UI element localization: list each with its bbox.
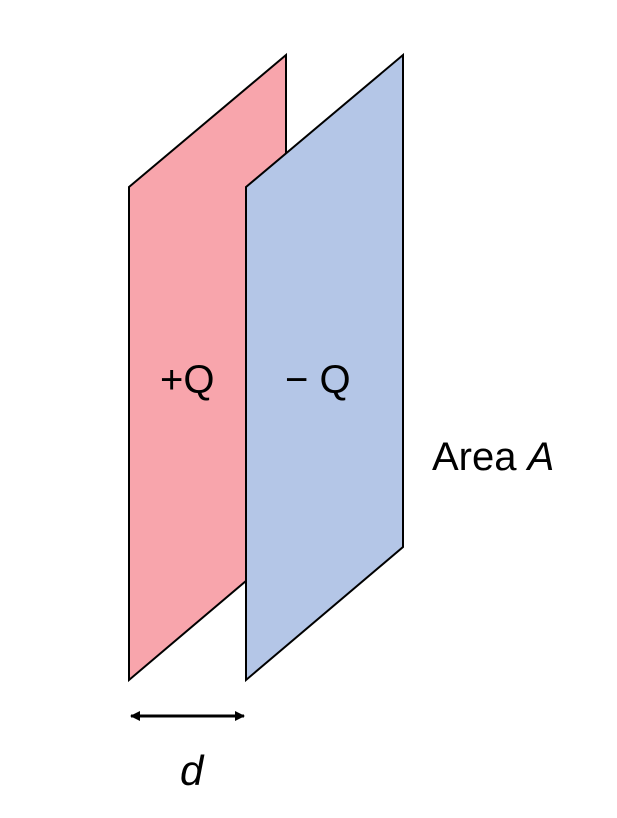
negative-charge-label: − Q xyxy=(285,358,351,402)
area-label: Area A xyxy=(432,437,554,477)
area-word: Area xyxy=(432,435,517,479)
separation-label: d xyxy=(180,747,204,794)
area-symbol: A xyxy=(527,435,555,479)
positive-charge-label: +Q xyxy=(160,358,215,402)
negative-plate xyxy=(245,52,404,683)
